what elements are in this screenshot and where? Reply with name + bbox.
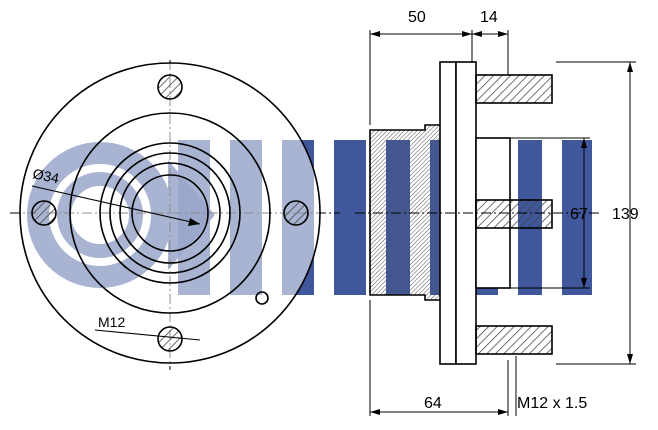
bolt-hole-right (283, 200, 309, 226)
bearing-inner-ring (119, 162, 221, 264)
bolt-hole-top (157, 74, 183, 100)
arrow-icon (627, 354, 633, 364)
arrow-icon (472, 31, 482, 37)
dim-label-64: 64 (424, 395, 442, 412)
locating-hole (255, 291, 269, 305)
bearing-mid-ring (109, 152, 231, 274)
bolt-hole-left (31, 200, 57, 226)
arrow-icon (581, 278, 587, 288)
arrow-icon (498, 409, 508, 415)
stud-middle (475, 199, 553, 229)
side-view (355, 61, 600, 365)
arrow-icon (498, 31, 508, 37)
arrow-icon (462, 31, 472, 37)
dim-label-67: 67 (570, 206, 588, 223)
dimension-arrows (370, 31, 633, 415)
dim-label-50: 50 (408, 9, 426, 26)
dimension-lines (369, 30, 636, 416)
bore-leader-line (31, 185, 201, 225)
stud-bottom (475, 325, 553, 355)
hub-circle (69, 112, 271, 314)
bolt-hole-bottom (157, 326, 183, 352)
dim-label-14: 14 (480, 9, 498, 26)
arrow-icon (581, 138, 587, 148)
flange-outer-circle (19, 62, 321, 364)
m12-leader-line (94, 329, 201, 341)
arrow-icon (370, 31, 380, 37)
bore-diameter-label: Ø34 (31, 165, 60, 186)
dim-label-139: 139 (612, 206, 639, 223)
stud-thread-label: M12 x 1.5 (517, 395, 587, 412)
front-view (10, 60, 340, 370)
arrow-icon (627, 62, 633, 72)
bearing-outer-ring (99, 142, 241, 284)
bore-circle (131, 174, 209, 252)
bolt-thread-label: M12 (98, 314, 125, 330)
arrow-icon (370, 409, 380, 415)
bore-arrow-icon (188, 218, 200, 226)
stud-top (475, 74, 553, 104)
